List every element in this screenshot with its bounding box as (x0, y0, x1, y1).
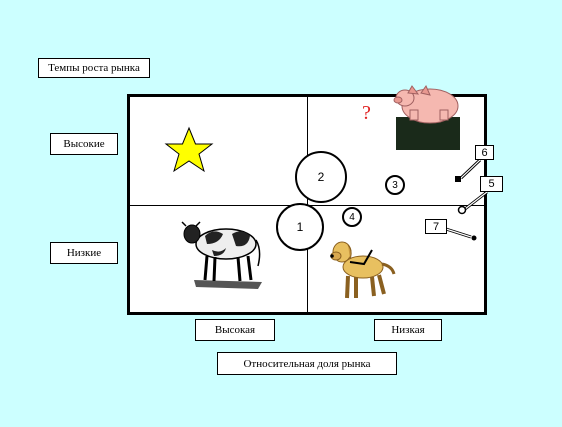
marker-label-5: 5 (480, 176, 503, 192)
circle-1: 1 (276, 203, 324, 251)
pig-icon (393, 84, 460, 150)
marker-arrow-5 (457, 190, 488, 215)
share-low-label: Низкая (374, 319, 442, 341)
marker-label-6: 6 (475, 145, 494, 160)
growth-high-label: Высокие (50, 133, 118, 155)
dog-icon (330, 241, 396, 299)
marker-arrow-7 (445, 227, 477, 241)
share-high-label: Высокая (195, 319, 275, 341)
marker-arrow-6 (455, 158, 482, 182)
circle-4: 4 (342, 207, 362, 227)
question-mark-icon: ? (362, 102, 371, 124)
marker-label-7: 7 (425, 219, 447, 234)
star-icon (164, 126, 214, 173)
growth-low-label: Низкие (50, 242, 118, 264)
market-growth-label: Темпы роста рынка (38, 58, 150, 78)
circle-3: 3 (385, 175, 405, 195)
relative-share-label: Относительная доля рынка (217, 352, 397, 375)
cow-icon (181, 221, 262, 289)
circle-2: 2 (295, 151, 347, 203)
